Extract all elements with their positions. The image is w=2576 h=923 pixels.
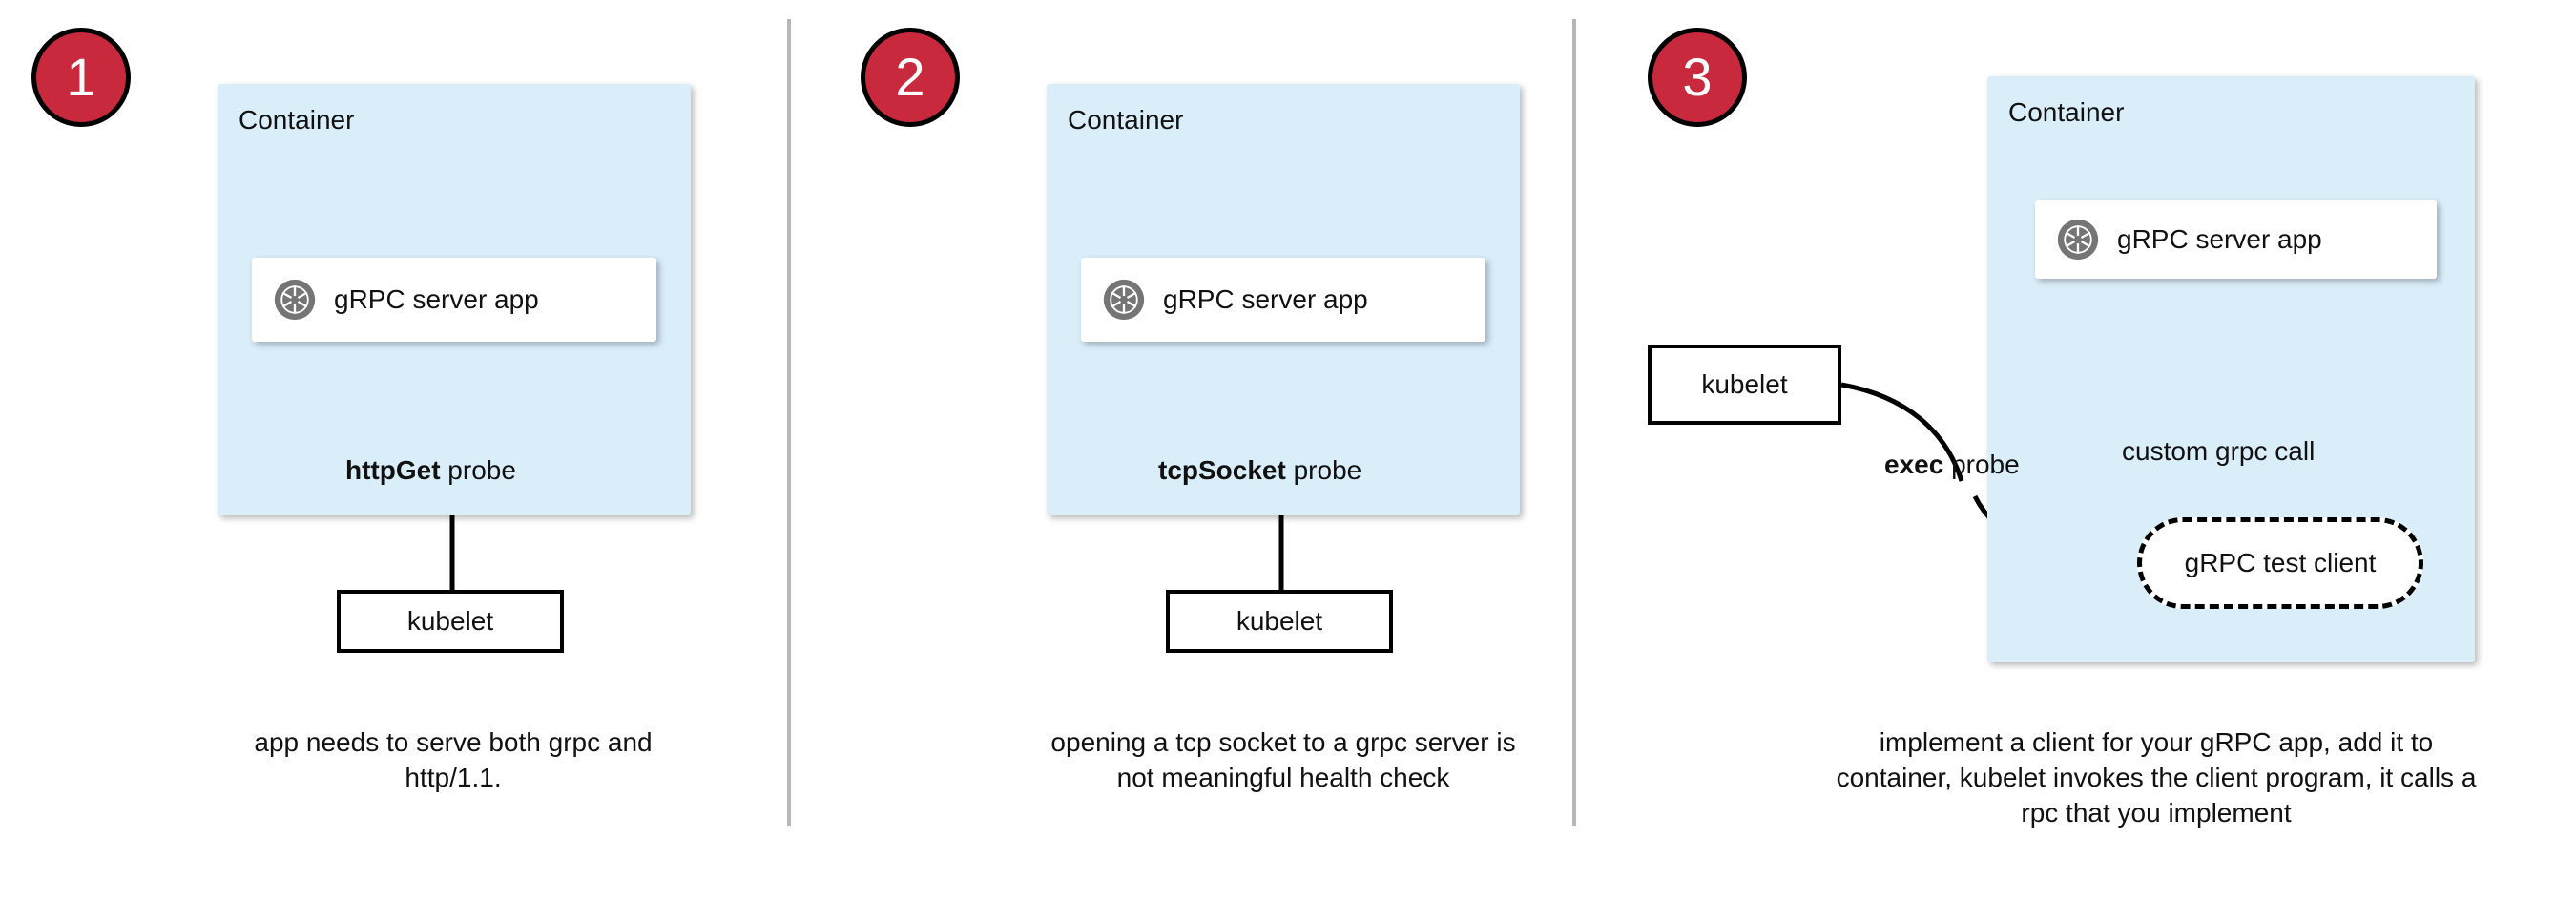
step-badge-3-number: 3 [1682,47,1713,107]
step-badge-1: 1 [31,28,131,127]
step-badge-1-number: 1 [66,47,96,107]
panel-2-container-label: Container [1068,105,1184,135]
panel-3-exec-probe-label: exec probe [1884,450,2020,480]
step-badge-3: 3 [1648,28,1747,127]
panel-3-kubelet-box: kubelet [1648,345,1841,425]
panel-3-app-label: gRPC server app [2117,224,2322,254]
panel-2-probe-label-bold: tcpSocket [1158,455,1286,485]
panel-2-app-label: gRPC server app [1163,284,1368,314]
panel-1-kubelet-label: kubelet [406,606,494,636]
panel-1-probe-label-rest: probe [440,455,516,485]
panel-1-probe-label: httpGet probe [345,455,516,486]
panel-2-probe-label-rest: probe [1285,455,1362,485]
panel-3-exec-probe-label-bold: exec [1884,450,1944,479]
panel-2-grpc-server-app-card: gRPC server app [1081,258,1485,342]
panel-3-container-label: Container [2008,97,2125,127]
panel-1-kubelet-box: kubelet [337,590,564,653]
grpc-aperture-icon [274,279,316,321]
panel-3-kubelet-label: kubelet [1701,369,1788,399]
panel-3-grpc-server-app-card: gRPC server app [2035,200,2437,279]
step-badge-2-number: 2 [895,47,925,107]
panel-3-caption: implement a client for your gRPC app, ad… [1836,727,2477,828]
panel-divider-1 [787,19,791,826]
panel-1-caption: app needs to serve both grpc and http/1.… [254,727,653,792]
panel-3-exec-probe-label-rest: probe [1943,450,2020,479]
panel-divider-2 [1572,19,1576,826]
panel-2-probe-label: tcpSocket probe [1158,455,1361,486]
panel-1-app-label: gRPC server app [334,284,539,314]
panel-2-caption: opening a tcp socket to a grpc server is… [1050,727,1516,792]
panel-2-kubelet-label: kubelet [1236,606,1323,636]
step-badge-2: 2 [861,28,960,127]
panel-3-grpc-test-client-pill: gRPC test client [2137,517,2423,609]
grpc-aperture-icon [2057,219,2099,261]
panel-3-custom-grpc-call-label: custom grpc call [2122,436,2316,466]
panel-3-test-client-label: gRPC test client [2184,548,2377,577]
panel-1-grpc-server-app-card: gRPC server app [252,258,656,342]
panel-2-kubelet-box: kubelet [1166,590,1393,653]
panel-1-probe-label-bold: httpGet [345,455,441,485]
panel-1-container-label: Container [239,105,355,135]
grpc-aperture-icon [1103,279,1145,321]
